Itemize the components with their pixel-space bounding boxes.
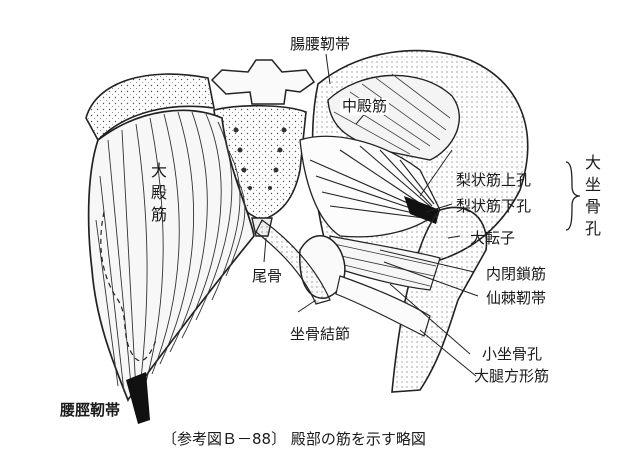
label-sacrospinous-ligament: 仙棘靭帯 — [486, 289, 547, 307]
iliotibial-tract-band — [126, 372, 150, 424]
sacral-foramina — [233, 127, 287, 190]
sacrotuberous-ligament — [255, 219, 331, 305]
left-ilium — [85, 73, 216, 142]
label-gluteus-medius: 中殿筋 — [340, 97, 390, 115]
piriformis-fibers — [309, 145, 435, 219]
label-infrapiriform-foramen: 梨状筋下孔 — [456, 197, 532, 215]
label-iliotibial-tract: 腰脛靭帯 — [60, 401, 121, 419]
label-lesser-sciatic-foramen: 小坐骨孔 — [482, 345, 543, 363]
label-iliolumbar-ligament: 腸腰靭帯 — [290, 35, 351, 53]
label-suprapiriform-foramen: 梨状筋上孔 — [456, 171, 532, 189]
label-greater-sciatic-foramen: 大坐骨孔 — [584, 153, 601, 238]
label-quadratus-femoris: 大腿方形筋 — [474, 367, 550, 385]
gluteus-maximus-dashed-border — [100, 211, 157, 362]
foramen-bracket — [565, 161, 581, 231]
label-coccyx: 尾骨 — [252, 267, 283, 285]
figure-caption: 〔参考図Ｂ－88〕 殿部の筋を示す略図 — [162, 430, 426, 448]
label-gluteus-maximus: 大殿筋 — [150, 161, 167, 224]
gluteus-maximus-shape — [87, 109, 255, 403]
quadratus-femoris-band — [335, 275, 431, 337]
gluteus-medius-shape — [327, 74, 461, 161]
leader-lines — [263, 53, 479, 377]
label-greater-trochanter: 大転子 — [470, 229, 516, 247]
lower-rotator-fibers — [331, 243, 437, 287]
tendon-convergence — [404, 196, 440, 224]
label-obturator-internus: 内閉鎖筋 — [486, 265, 547, 283]
lower-rotators — [329, 235, 441, 291]
label-sacrotuberous: 坐骨結節 — [290, 325, 351, 343]
lumbar-vertebra — [210, 59, 316, 105]
